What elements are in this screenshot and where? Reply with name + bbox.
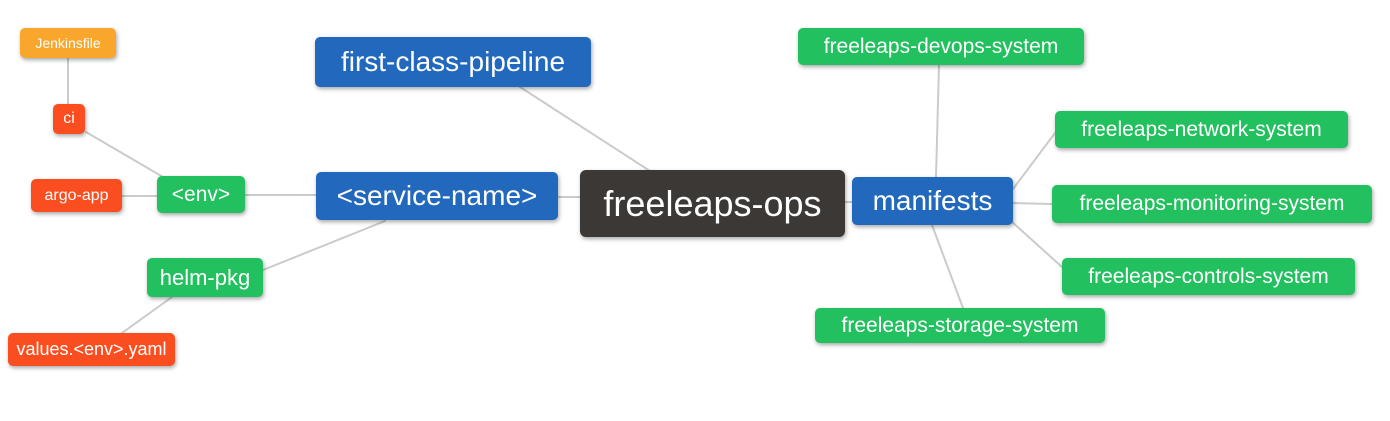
edge-manifests-to-freeleaps-devops-system — [935, 64, 940, 178]
edge-helm-pkg-to-service-name — [262, 220, 386, 271]
mindmap-node-freeleaps-storage-system[interactable]: freeleaps-storage-system — [815, 308, 1105, 343]
edge-manifests-to-freeleaps-monitoring-system — [1012, 202, 1053, 205]
edge-ci-to-env — [85, 131, 164, 178]
mindmap-node-values-env-yaml[interactable]: values.<env>.yaml — [8, 333, 175, 366]
mindmap-node-helm-pkg[interactable]: helm-pkg — [147, 258, 263, 297]
mindmap-node-env[interactable]: <env> — [157, 176, 245, 213]
edge-manifests-to-freeleaps-network-system — [1012, 132, 1056, 190]
mindmap-node-ci[interactable]: ci — [53, 104, 85, 134]
edge-manifests-to-freeleaps-storage-system — [931, 224, 964, 309]
mindmap-node-freeleaps-controls-system[interactable]: freeleaps-controls-system — [1062, 258, 1355, 295]
mindmap-node-manifests[interactable]: manifests — [852, 177, 1013, 225]
edge-first-class-pipeline-to-freeleaps-ops — [519, 86, 651, 172]
mindmap-node-freeleaps-ops[interactable]: freeleaps-ops — [580, 170, 845, 237]
mindmap-node-argo-app[interactable]: argo-app — [31, 179, 122, 212]
mindmap-node-jenkinsfile[interactable]: Jenkinsfile — [20, 28, 116, 58]
mindmap-node-freeleaps-devops-system[interactable]: freeleaps-devops-system — [798, 28, 1084, 65]
mindmap-node-freeleaps-network-system[interactable]: freeleaps-network-system — [1055, 111, 1348, 148]
edge-manifests-to-freeleaps-controls-system — [1010, 220, 1063, 268]
edge-values-env-yaml-to-helm-pkg — [121, 296, 173, 334]
mindmap-node-first-class-pipeline[interactable]: first-class-pipeline — [315, 37, 591, 87]
mindmap-node-service-name[interactable]: <service-name> — [316, 172, 558, 220]
mindmap-node-freeleaps-monitoring-system[interactable]: freeleaps-monitoring-system — [1052, 185, 1372, 223]
